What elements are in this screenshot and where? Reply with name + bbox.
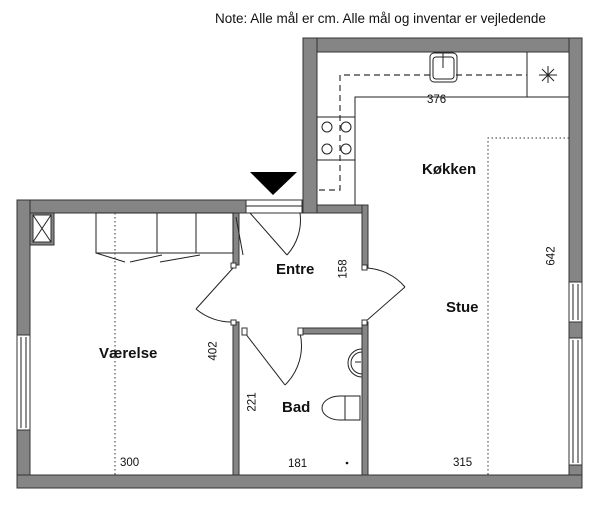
window-stue-1[interactable] bbox=[568, 281, 583, 323]
doors bbox=[195, 212, 406, 386]
wall-bedroom-bath bbox=[232, 321, 240, 476]
dim-bedroom-depth: 402 bbox=[207, 341, 220, 361]
wall-bedroom-entry bbox=[232, 212, 240, 266]
sink-icon bbox=[429, 52, 458, 83]
floor-drain-icon bbox=[345, 461, 349, 465]
window-stue-2[interactable] bbox=[568, 337, 583, 466]
wall-right-outer-mid bbox=[568, 321, 583, 339]
room-label-bedroom: Værelse bbox=[99, 345, 158, 362]
room-label-entry: Entre bbox=[276, 261, 315, 278]
wall-right-block-left bbox=[302, 37, 318, 214]
note-text: Note: Alle mål er cm. Alle mål og invent… bbox=[215, 11, 546, 26]
wall-kitchen-stub bbox=[316, 204, 369, 214]
wall-bath-stue bbox=[361, 321, 369, 476]
room-label-kitchen: Køkken bbox=[422, 161, 477, 178]
wall-left-outer-upper bbox=[16, 199, 31, 336]
walls bbox=[16, 37, 583, 489]
wall-bath-top bbox=[299, 327, 363, 335]
room-label-bath: Bad bbox=[282, 399, 311, 416]
entrance-door[interactable] bbox=[249, 212, 301, 256]
windows bbox=[16, 281, 583, 466]
dim-living-depth: 642 bbox=[545, 246, 558, 266]
washbasin-icon bbox=[347, 348, 363, 378]
dim-bath-width: 181 bbox=[288, 458, 308, 470]
dim-bedroom-width: 300 bbox=[120, 457, 140, 469]
dim-living-width: 315 bbox=[453, 457, 473, 469]
toilet-icon bbox=[321, 395, 361, 421]
kitchen-stue-divider bbox=[487, 137, 569, 475]
dim-entry-depth: 158 bbox=[337, 259, 350, 279]
vent-icon bbox=[29, 212, 55, 246]
wardrobe bbox=[95, 212, 244, 263]
cooktop-icon bbox=[316, 116, 356, 161]
bedroom-door[interactable] bbox=[195, 262, 237, 326]
kitchen-counter bbox=[317, 52, 569, 205]
bath-door[interactable] bbox=[241, 327, 304, 386]
entrance-arrow-icon bbox=[250, 172, 297, 195]
room-label-living: Stue bbox=[446, 299, 479, 316]
wall-right-block-top bbox=[302, 37, 583, 53]
wall-bottom bbox=[16, 474, 583, 489]
living-door[interactable] bbox=[361, 264, 406, 326]
window-bedroom[interactable] bbox=[16, 334, 31, 431]
dim-kitchen-width: 376 bbox=[427, 94, 447, 106]
fridge-icon bbox=[539, 66, 557, 83]
dim-bath-depth: 221 bbox=[246, 392, 259, 412]
wall-right-outer-upper bbox=[568, 37, 583, 283]
wall-entry-kitchen-upper bbox=[361, 204, 369, 269]
wall-left-block-top bbox=[16, 199, 247, 214]
